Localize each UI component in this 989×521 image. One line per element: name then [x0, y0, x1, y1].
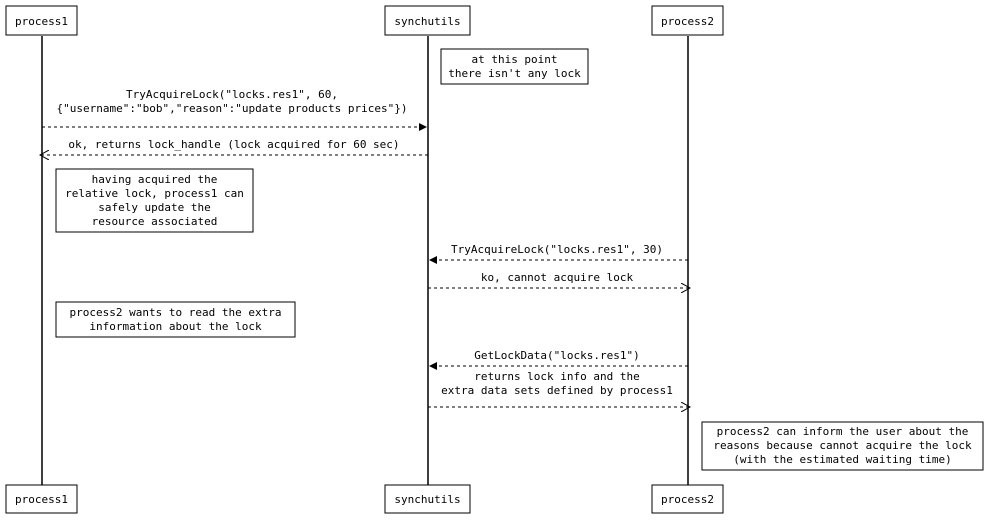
- svg-text:{"username":"bob","reason":"up: {"username":"bob","reason":"update produ…: [57, 102, 408, 115]
- participant-process1-top: process1: [5, 5, 78, 36]
- svg-text:ko, cannot acquire lock: ko, cannot acquire lock: [481, 271, 634, 284]
- svg-text:extra data sets defined by pro: extra data sets defined by process1: [441, 384, 673, 397]
- svg-text:relative lock, process1 can: relative lock, process1 can: [65, 187, 244, 200]
- svg-text:at this point: at this point: [471, 53, 557, 66]
- note-no-lock: at this point there isn't any lock: [440, 48, 589, 85]
- svg-text:TryAcquireLock("locks.res1", 6: TryAcquireLock("locks.res1", 60,: [126, 88, 338, 101]
- note-inform-user: process2 can inform the user about the r…: [701, 421, 984, 471]
- message-try-acquire-30: TryAcquireLock("locks.res1", 30): [429, 243, 688, 264]
- svg-text:having acquired the: having acquired the: [92, 173, 218, 186]
- participant-label: process1: [15, 15, 68, 28]
- message-get-lock-data: GetLockData("locks.res1"): [429, 349, 688, 370]
- svg-text:reasons because cannot acquire: reasons because cannot acquire the lock: [713, 439, 972, 452]
- svg-text:ok, returns lock_handle (lock: ok, returns lock_handle (lock acquired f…: [68, 138, 399, 151]
- svg-text:returns lock info and the: returns lock info and the: [474, 370, 640, 383]
- participant-synchutils-bottom: synchutils: [384, 484, 471, 514]
- svg-text:resource associated: resource associated: [92, 215, 218, 228]
- svg-text:safely update the: safely update the: [98, 201, 211, 214]
- participant-label: process2: [661, 493, 714, 506]
- svg-text:GetLockData("locks.res1"): GetLockData("locks.res1"): [474, 349, 640, 362]
- message-returns-lock-info: returns lock info and the extra data set…: [428, 370, 690, 407]
- note-lock-acquired: having acquired the relative lock, proce…: [55, 168, 254, 233]
- participant-process2-top: process2: [651, 5, 724, 36]
- participant-label: process2: [661, 15, 714, 28]
- svg-text:process2 can inform the user a: process2 can inform the user about the: [717, 425, 969, 438]
- svg-text:information about the lock: information about the lock: [89, 320, 262, 333]
- participant-synchutils-top: synchutils: [384, 5, 471, 36]
- participant-label: synchutils: [394, 493, 460, 506]
- message-ok-lock-handle: ok, returns lock_handle (lock acquired f…: [40, 138, 428, 155]
- svg-text:process2 wants to read the ext: process2 wants to read the extra: [70, 306, 282, 319]
- svg-text:(with the estimated waiting ti: (with the estimated waiting time): [733, 453, 952, 466]
- participant-process1-bottom: process1: [5, 484, 78, 514]
- message-ko-cannot-acquire: ko, cannot acquire lock: [428, 271, 690, 288]
- participant-process2-bottom: process2: [651, 484, 724, 514]
- message-try-acquire-60: TryAcquireLock("locks.res1", 60, {"usern…: [42, 88, 427, 131]
- svg-text:there isn't any lock: there isn't any lock: [448, 67, 581, 80]
- participant-label: process1: [15, 493, 68, 506]
- svg-text:TryAcquireLock("locks.res1", 3: TryAcquireLock("locks.res1", 30): [451, 243, 663, 256]
- participant-label: synchutils: [394, 15, 460, 28]
- note-read-extra-info: process2 wants to read the extra informa…: [55, 301, 296, 338]
